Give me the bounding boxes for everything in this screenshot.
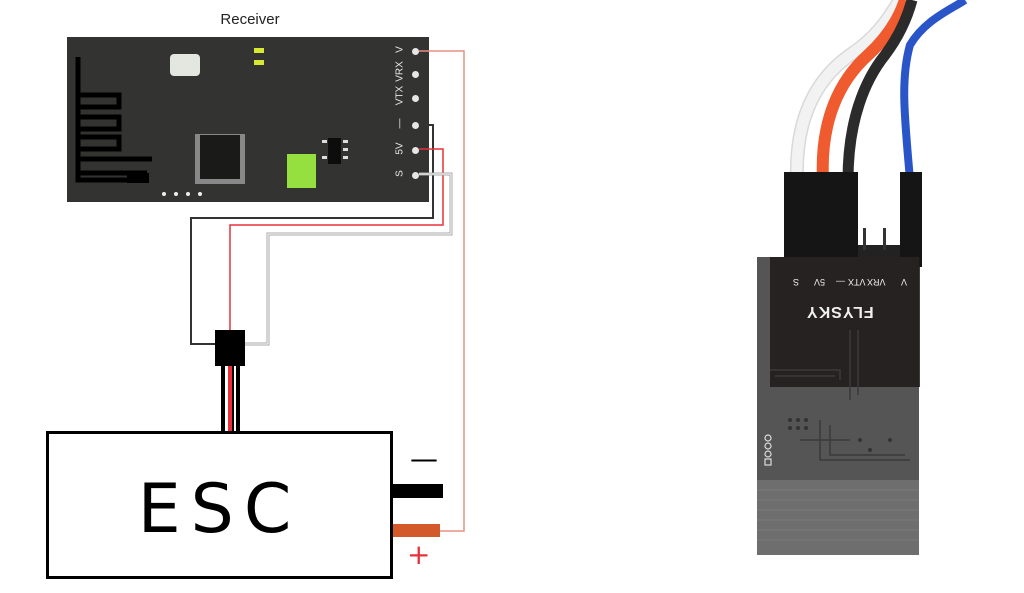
antenna-end xyxy=(127,173,149,183)
photo-pin-label-s: S xyxy=(793,277,800,287)
pad-dot xyxy=(162,192,166,196)
receiver-title: Receiver xyxy=(220,11,280,28)
negative-sign: — xyxy=(410,442,438,475)
mcu-chip xyxy=(200,135,240,179)
esc-label: ESC xyxy=(137,470,302,549)
connector-1pin xyxy=(900,172,922,267)
pad-hole xyxy=(764,434,772,442)
led-2 xyxy=(254,60,264,65)
terminal-negative xyxy=(393,484,443,498)
wire-signal xyxy=(245,172,453,346)
led-1 xyxy=(254,48,264,53)
photo-pin-label-5v: 5V xyxy=(814,277,826,287)
terminal-positive xyxy=(393,524,440,537)
pin-5v xyxy=(412,147,419,154)
pin-vtx xyxy=(412,95,419,102)
wire-ground xyxy=(190,124,434,345)
flysky-receiver-photo xyxy=(757,0,968,555)
pin-ground xyxy=(412,122,419,129)
pin-vrx xyxy=(412,71,419,78)
crystal-component xyxy=(170,54,200,76)
wire-v-battery xyxy=(419,50,465,532)
brand-label: FLYSKY xyxy=(806,303,874,320)
pin-v xyxy=(412,48,419,55)
esc-box: ESC xyxy=(46,431,393,579)
black-wire xyxy=(842,0,918,181)
photo-pin-label-vtx: VTX xyxy=(848,277,866,287)
servo-connector xyxy=(215,330,245,366)
board-components xyxy=(75,48,348,196)
photo-pin-label-ground: — xyxy=(836,277,845,287)
wire-5v xyxy=(229,148,444,336)
antenna-trace xyxy=(75,57,152,183)
blue-wire xyxy=(900,0,968,181)
orange-wire xyxy=(816,0,911,181)
photo-pin-label-v: V xyxy=(901,277,908,287)
regulator-chip xyxy=(328,138,341,164)
positive-sign: + xyxy=(407,538,431,571)
pin-s xyxy=(412,172,419,179)
photo-pin-label-vrx: VRX xyxy=(867,277,886,287)
green-component xyxy=(287,154,316,188)
receiver-board: V VRX VTX — 5V S xyxy=(67,37,429,202)
connector-3pin xyxy=(784,172,858,267)
